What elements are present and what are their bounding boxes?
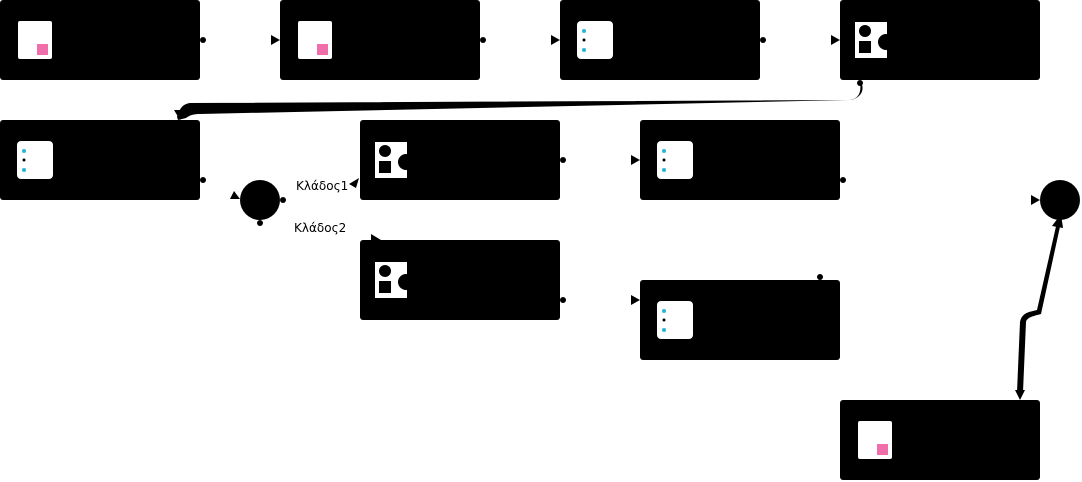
node-5[interactable] (0, 120, 200, 200)
edge-3-4-source-port (760, 37, 766, 43)
split-bottom-port (257, 220, 263, 226)
node-1[interactable] (0, 0, 200, 80)
edge-join-10 (1017, 222, 1061, 392)
node-3[interactable] (560, 0, 760, 80)
edge-1-2-source-port (200, 37, 206, 43)
gateways (240, 180, 1080, 220)
edge-3-4-arrow (831, 35, 840, 45)
edge-5-split-arrow (230, 191, 240, 199)
list-icon (17, 141, 53, 179)
node-8[interactable] (360, 240, 560, 320)
edge-label-branch1: Κλάδος1 (296, 179, 348, 193)
edge-6-7-arrow (631, 155, 640, 165)
edge-2-3-arrow (551, 35, 560, 45)
node-9[interactable] (640, 280, 840, 360)
edge-4-5-source-port (857, 80, 863, 86)
edge-8-9-source-port (560, 297, 566, 303)
document-icon (298, 21, 332, 59)
list-icon (577, 21, 613, 59)
node-10[interactable] (840, 400, 1040, 480)
node-4[interactable] (840, 0, 1040, 80)
edge-join-arrow (1031, 195, 1040, 205)
node-7[interactable] (640, 120, 840, 200)
node-9-out-port (817, 274, 823, 280)
nodes (0, 0, 1040, 480)
edge-2-3-source-port (480, 37, 486, 43)
node-2[interactable] (280, 0, 480, 80)
edge-labels: Κλάδος1 Κλάδος2 (294, 179, 348, 235)
document-icon (18, 21, 52, 59)
edge-1-2-arrow (271, 35, 280, 45)
node-7-out-port (840, 177, 846, 183)
join-gateway[interactable] (1040, 180, 1080, 220)
split-right-port (280, 197, 286, 203)
document-icon (858, 421, 892, 459)
edge-4-5-arrow (174, 110, 186, 120)
edge-split-6-arrow (349, 178, 359, 188)
edge-6-7-source-port (560, 157, 566, 163)
edge-5-split-source-port (200, 177, 206, 183)
list-icon (657, 141, 693, 179)
edge-join-10-arrow-bottom (1015, 390, 1025, 400)
node-6[interactable] (360, 120, 560, 200)
list-icon (657, 301, 693, 339)
edge-8-9-arrow (631, 295, 640, 305)
edge-4-5-wrap (177, 82, 863, 120)
split-gateway[interactable] (240, 180, 280, 220)
edge-label-branch2: Κλάδος2 (294, 221, 346, 235)
edges (174, 35, 1063, 400)
